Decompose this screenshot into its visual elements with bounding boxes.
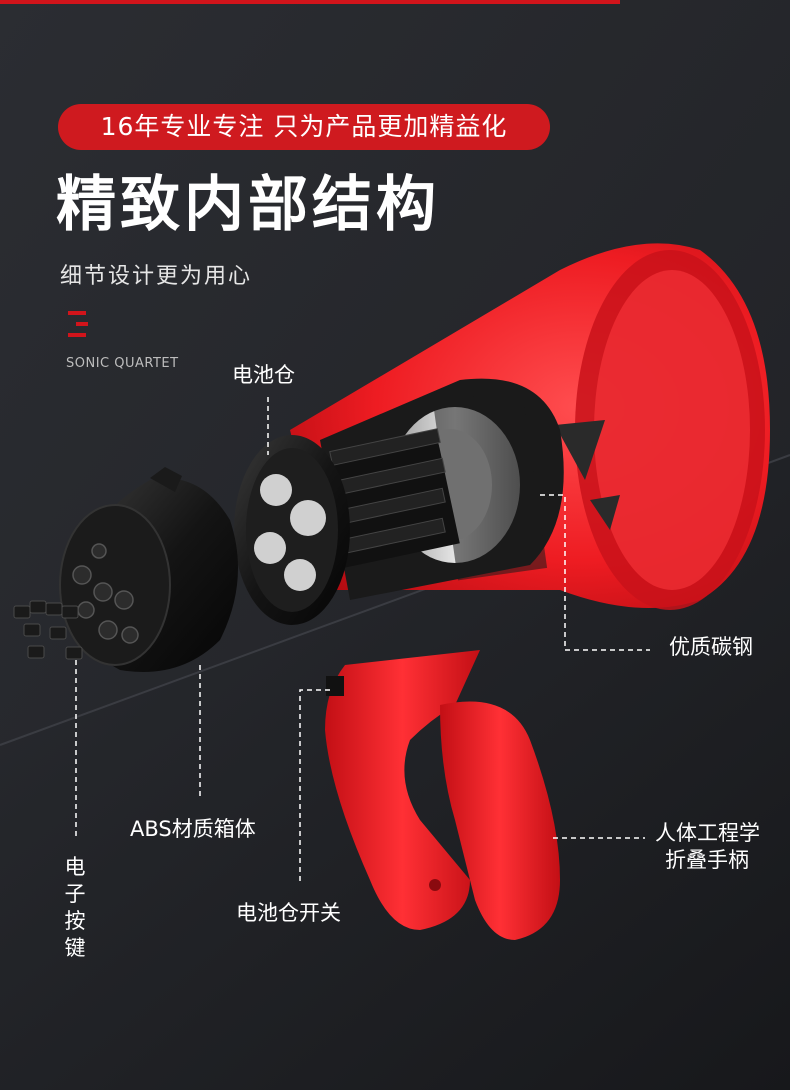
folding-handle [325,650,560,940]
label-battery-compartment: 电池仓 [232,363,295,387]
label-handle-line1: 人体工程学 [655,821,760,845]
page-subtitle: 细节设计更为用心 [60,264,253,289]
top-accent-bar [0,0,620,4]
page-title: 精致内部结构 [56,170,440,240]
brand-name: SONIC QUARTET [66,356,179,371]
sonic-quartet-logo-icon [68,311,88,337]
label-folding-handle: 人体工程学 折叠手柄 [655,820,760,874]
slogan-badge: 16年专业专注 只为产品更加精益化 [58,104,550,150]
label-electronic-buttons: 电子按键 [64,855,86,960]
abs-housing [59,467,238,672]
electronic-buttons [13,600,83,660]
label-carbon-steel: 优质碳钢 [669,635,753,659]
label-abs-housing: ABS材质箱体 [130,817,256,841]
label-handle-line2: 折叠手柄 [665,848,749,872]
label-battery-switch: 电池仓开关 [236,901,341,925]
callout-lines [75,397,650,885]
battery-compartment [234,428,460,625]
